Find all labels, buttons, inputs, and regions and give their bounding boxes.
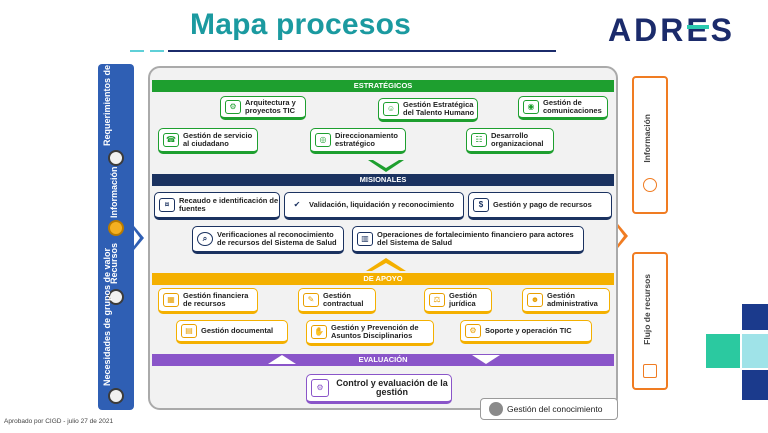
right-chevron-inner: [618, 228, 624, 244]
money-bag-icon: [643, 364, 657, 378]
process-juridica[interactable]: ⚖ Gestión jurídica: [424, 288, 492, 314]
process-disciplinarios[interactable]: ✋ Gestión y Prevención de Asuntos Discip…: [306, 320, 434, 346]
process-desarrollo[interactable]: ☷ Desarrollo organizacional: [466, 128, 554, 154]
money-icon: [108, 289, 124, 305]
coins-icon: ¤: [159, 198, 175, 212]
calculator-icon: ▦: [163, 293, 179, 307]
process-validacion[interactable]: ✔ Validación, liquidación y reconocimien…: [284, 192, 464, 220]
output-informacion-panel: Información: [632, 76, 668, 214]
logo-accent: [687, 25, 709, 29]
admin-icon: ☻: [527, 293, 543, 307]
process-verificaciones[interactable]: ⌕ Verificaciones al reconocimiento de re…: [192, 226, 344, 254]
down-chevron-inner: [373, 160, 399, 168]
process-talento-humano[interactable]: ☺ Gestión Estratégica del Talento Humano: [378, 98, 478, 122]
org-chart-icon: ☷: [471, 133, 487, 147]
band-evaluacion: EVALUACIÓN: [152, 354, 614, 366]
process-gestion-conocimiento[interactable]: Gestión del conocimiento: [480, 398, 618, 420]
process-soporte-tic[interactable]: ⚙ Soporte y operación TIC: [460, 320, 592, 344]
title-dash: [150, 50, 164, 52]
left-label-requerimientos: Requerimientos de grupos de interés: [102, 0, 112, 146]
decor-square: [742, 334, 768, 368]
info-icon: [643, 178, 657, 192]
title-underline: [168, 50, 556, 52]
process-administrativa[interactable]: ☻ Gestión administrativa: [522, 288, 610, 314]
process-servicio-ciudadano[interactable]: ☎ Gestión de servicio al ciudadano: [158, 128, 258, 154]
band-estrategicos: ESTRATÉGICOS: [152, 80, 614, 92]
group-icon: [108, 150, 124, 166]
eval-down-arrow-icon: [472, 355, 500, 364]
left-label-informacion: Información: [109, 166, 119, 218]
service-icon: ☎: [163, 133, 179, 147]
contract-icon: ✎: [303, 293, 319, 307]
decor-square: [742, 370, 768, 400]
people-icon: ☺: [383, 102, 399, 116]
finance-icon: ▥: [357, 232, 373, 246]
gavel-icon: ⚖: [429, 293, 445, 307]
process-gestion-financiera[interactable]: ▦ Gestión financiera de recursos: [158, 288, 258, 314]
up-chevron-inner: [372, 263, 400, 271]
target-icon: ◎: [315, 133, 331, 147]
footer-approval: Aprobado por CIGD - julio 27 de 2021: [4, 418, 114, 425]
adres-logo: ADRES: [608, 12, 736, 48]
process-pago[interactable]: $ Gestión y pago de recursos: [468, 192, 612, 220]
eval-up-arrow-icon: [268, 355, 296, 364]
process-operaciones[interactable]: ▥ Operaciones de fortalecimiento financi…: [352, 226, 584, 254]
band-apoyo: DE APOYO: [152, 273, 614, 285]
gear-check-icon: ⚙: [311, 379, 329, 397]
output-flujo-panel: Flujo de recursos: [632, 252, 668, 390]
process-direccionamiento[interactable]: ◎ Direccionamiento estratégico: [310, 128, 406, 154]
document-icon: ▤: [181, 324, 197, 338]
process-contractual[interactable]: ✎ Gestión contractual: [298, 288, 376, 314]
right-label-informacion: Información: [642, 114, 652, 163]
info-icon: [108, 220, 124, 236]
process-control-evaluacion[interactable]: ⚙ Control y evaluación de la gestión: [306, 374, 452, 404]
magnifier-icon: ⌕: [197, 232, 213, 246]
handshake-icon: ✋: [311, 325, 327, 339]
decor-square: [742, 304, 768, 330]
process-comunicaciones[interactable]: ◉ Gestión de comunicaciones: [518, 96, 608, 120]
left-chevron-inner: [134, 230, 140, 246]
left-label-recursos: Recursos: [109, 242, 119, 284]
inputs-panel: [98, 64, 134, 410]
page-title: Mapa procesos: [190, 8, 412, 41]
left-label-necesidades: Necesidades de grupos de valor: [102, 247, 112, 386]
title-dash: [130, 50, 144, 52]
check-icon: ✔: [293, 199, 301, 209]
knowledge-icon: [489, 402, 503, 416]
gear-icon: ⚙: [225, 100, 241, 114]
globe-icon: ◉: [523, 100, 539, 114]
decor-square: [706, 334, 740, 368]
process-recaudo[interactable]: ¤ Recaudo e identificación de fuentes: [154, 192, 280, 220]
right-label-flujo: Flujo de recursos: [642, 274, 652, 345]
money-gear-icon: $: [473, 198, 489, 212]
people-icon: [108, 388, 124, 404]
band-misionales: MISIONALES: [152, 174, 614, 186]
process-documental[interactable]: ▤ Gestión documental: [176, 320, 288, 344]
process-arquitectura[interactable]: ⚙ Arquitectura y proyectos TIC: [220, 96, 306, 120]
support-icon: ⚙: [465, 324, 481, 338]
